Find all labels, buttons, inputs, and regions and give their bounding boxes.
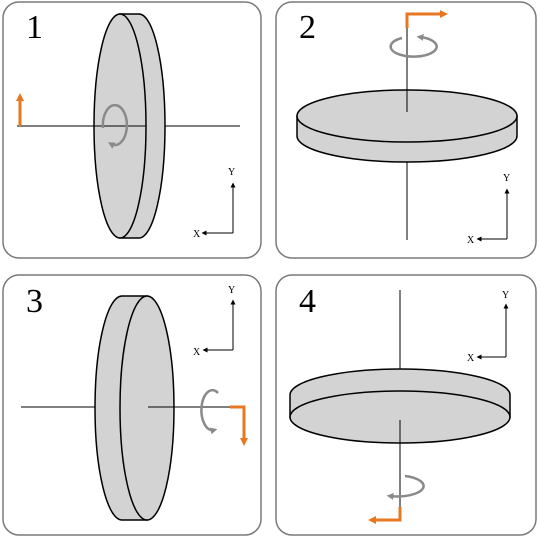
- panel-4-rotation-icon: [386, 474, 425, 500]
- panel-4-y-label: Y: [502, 290, 509, 301]
- panel-2-x-label: X: [467, 235, 475, 246]
- panel-1-number: 1: [26, 9, 43, 46]
- panel-3-rotation-icon: [200, 388, 219, 435]
- panel-3-number: 3: [26, 283, 43, 320]
- panel-3-y-label: Y: [228, 285, 235, 296]
- panel-4-motion-arrow: [368, 507, 402, 524]
- panel-4: 4 Y X: [275, 274, 537, 536]
- panel-1-x-label: X: [193, 229, 201, 240]
- panel-4-number: 4: [299, 283, 316, 320]
- panel-3: 3 Y X: [2, 274, 262, 536]
- panel-2: 2 Y X: [275, 1, 537, 259]
- panel-1-y-label: Y: [228, 167, 235, 178]
- panel-2-axes: Y X: [467, 173, 510, 246]
- panel-3-axes: Y X: [193, 285, 236, 358]
- panel-1: 1 Y X: [2, 1, 262, 259]
- panel-3-x-label: X: [193, 347, 201, 358]
- panel-2-y-label: Y: [503, 173, 510, 184]
- panel-4-x-label: X: [467, 353, 475, 364]
- panel-3-disc-face: [119, 295, 175, 521]
- panel-1-axes: Y X: [193, 167, 236, 240]
- panel-4-axes: Y X: [467, 290, 509, 364]
- panel-1-rotation-icon: [101, 103, 129, 149]
- panel-2-motion-arrow: [405, 10, 448, 28]
- panel-3-motion-arrow: [230, 405, 248, 446]
- panel-2-number: 2: [299, 9, 316, 46]
- panel-2-rotation-icon: [389, 33, 438, 58]
